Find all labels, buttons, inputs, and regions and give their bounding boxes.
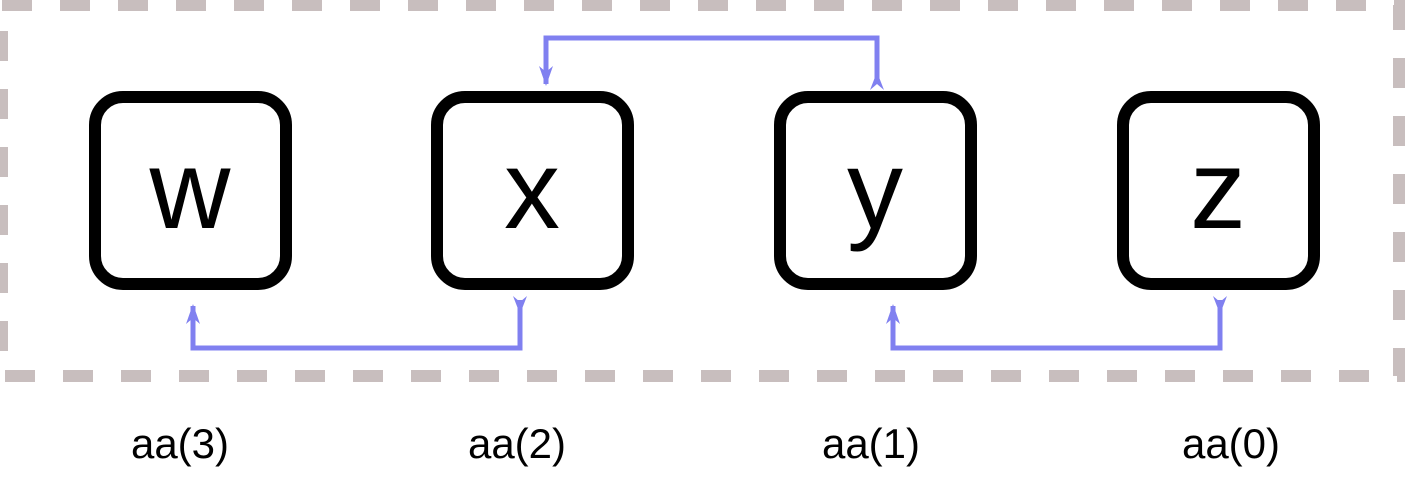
connector-x-to-w [186, 296, 527, 351]
index-label-w: aa(3) [131, 420, 229, 467]
box-letter: y [847, 127, 903, 252]
index-label-z: aa(0) [1182, 420, 1280, 467]
group-border [0, 0, 1405, 382]
arrow-tail-icon [870, 72, 884, 90]
arrowhead-icon [539, 66, 553, 86]
box-z: z [1117, 91, 1320, 290]
arrowhead-icon [886, 304, 900, 324]
box-x: x [431, 91, 634, 290]
connector-y-to-x [539, 35, 884, 90]
box-letter: z [1190, 127, 1246, 252]
connector-z-to-y [886, 296, 1227, 351]
box-y: y [774, 91, 977, 290]
arrow-tail-icon [513, 296, 527, 314]
arrow-tail-icon [1213, 296, 1227, 314]
box-letter: x [504, 127, 560, 252]
box-w: w [89, 91, 292, 290]
index-label-x: aa(2) [468, 420, 566, 467]
index-label-y: aa(1) [822, 420, 920, 467]
box-letter: w [149, 127, 232, 252]
arrowhead-icon [186, 304, 200, 324]
